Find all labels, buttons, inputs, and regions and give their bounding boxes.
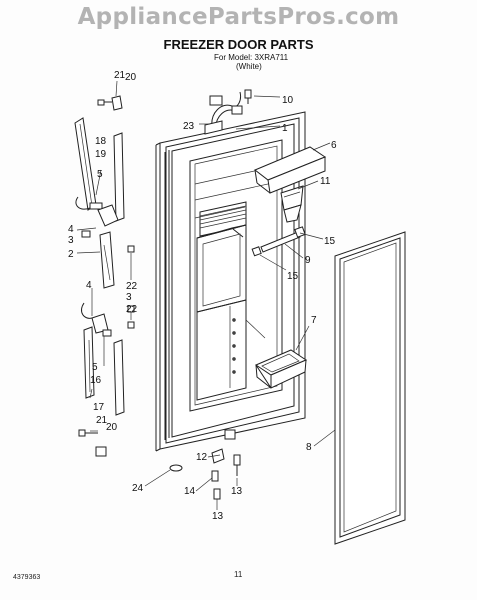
top-screw [244,89,252,104]
callout-2: 2 [68,249,74,260]
door-panel [155,91,306,452]
callout-21-lower: 21 [96,415,108,426]
callout-12: 12 [196,452,208,463]
callout-6: 6 [331,140,337,151]
lower-hinge-assembly [81,302,135,416]
watermark: AppliancePartsPros.com [77,4,400,30]
callout-23: 23 [183,121,195,132]
callout-4-upper: 4 [68,224,74,235]
callout-3-lower: 3 [126,292,132,303]
callout-22-upper: 22 [126,281,138,292]
callout-labels: 21 20 10 23 1 18 19 6 5 11 4 3 15 2 9 15… [68,70,337,522]
door-gasket [334,231,406,545]
diagram-title: FREEZER DOOR PARTS [163,37,314,52]
callout-15-lower: 15 [287,271,299,282]
callout-14: 14 [184,486,196,497]
callout-9: 9 [305,255,311,266]
model-line: For Model: 3XRA711 [214,53,289,62]
bottom-hardware [169,429,241,500]
callout-5-upper: 5 [97,169,103,180]
callout-13-bottom: 13 [212,511,224,522]
callout-5-lower: 5 [92,362,98,373]
callout-8: 8 [306,442,312,453]
upper-hinge-assembly [75,196,135,289]
callout-3-upper: 3 [68,235,74,246]
callout-15-upper: 15 [324,236,336,247]
callout-1: 1 [282,123,288,134]
callout-11: 11 [320,176,331,187]
callout-21-upper: 21 [114,70,126,81]
callout-10: 10 [282,95,294,106]
callout-17: 17 [93,402,105,413]
callout-19-upper: 19 [95,149,107,160]
color-line: (White) [236,62,262,71]
leader-lines [76,80,336,510]
callout-20-upper: 20 [125,72,137,83]
lower-hinge-pin [78,429,107,457]
left-upper-trim [74,117,125,222]
dispenser-trim [251,226,306,257]
callout-16: 16 [90,375,102,386]
door-bin [254,146,327,194]
callout-13-right: 13 [231,486,243,497]
ice-chute [280,185,304,223]
document-code: 4379363 [13,574,41,581]
drip-tray [254,349,308,389]
callout-24: 24 [132,483,144,494]
callout-18: 18 [95,136,107,147]
callout-22-lower: 22 [126,304,138,315]
callout-4-lower: 4 [86,280,92,291]
page-number: 11 [234,570,243,579]
callout-20-lower: 20 [106,422,118,433]
upper-hinge-pin [97,95,123,111]
callout-7: 7 [311,315,317,326]
